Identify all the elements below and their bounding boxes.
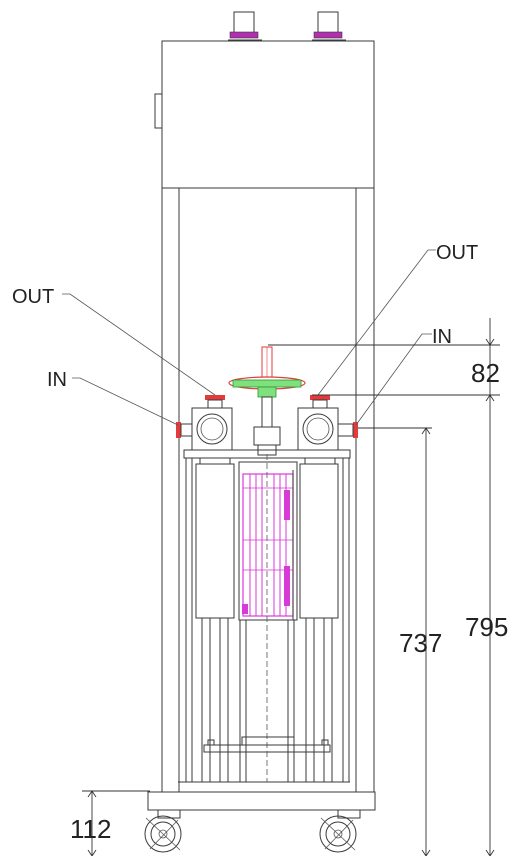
pump-head-right	[297, 395, 358, 451]
filter-housing	[238, 454, 298, 782]
pump-head-left	[176, 395, 233, 451]
cylinder-right	[299, 458, 350, 782]
cylinder-left	[185, 458, 235, 782]
lower-linkage	[203, 620, 331, 782]
frame	[147, 188, 376, 811]
dimension-737: 737	[399, 628, 442, 658]
caster-right	[319, 809, 361, 853]
dimension-795: 795	[465, 612, 508, 642]
top-fitting-left	[228, 11, 262, 41]
control-box	[154, 40, 375, 189]
leaders	[62, 249, 436, 426]
top-fitting-right	[312, 11, 346, 41]
label-out-right: OUT	[436, 242, 478, 264]
dimension-82: 82	[471, 358, 500, 388]
label-out-left: OUT	[12, 286, 54, 308]
caster-left	[144, 809, 182, 853]
label-in-right: IN	[432, 326, 452, 348]
label-in-left: IN	[47, 369, 67, 391]
dimension-112: 112	[70, 814, 111, 844]
handwheel-assembly	[228, 346, 306, 456]
dimension-lines	[82, 318, 500, 856]
